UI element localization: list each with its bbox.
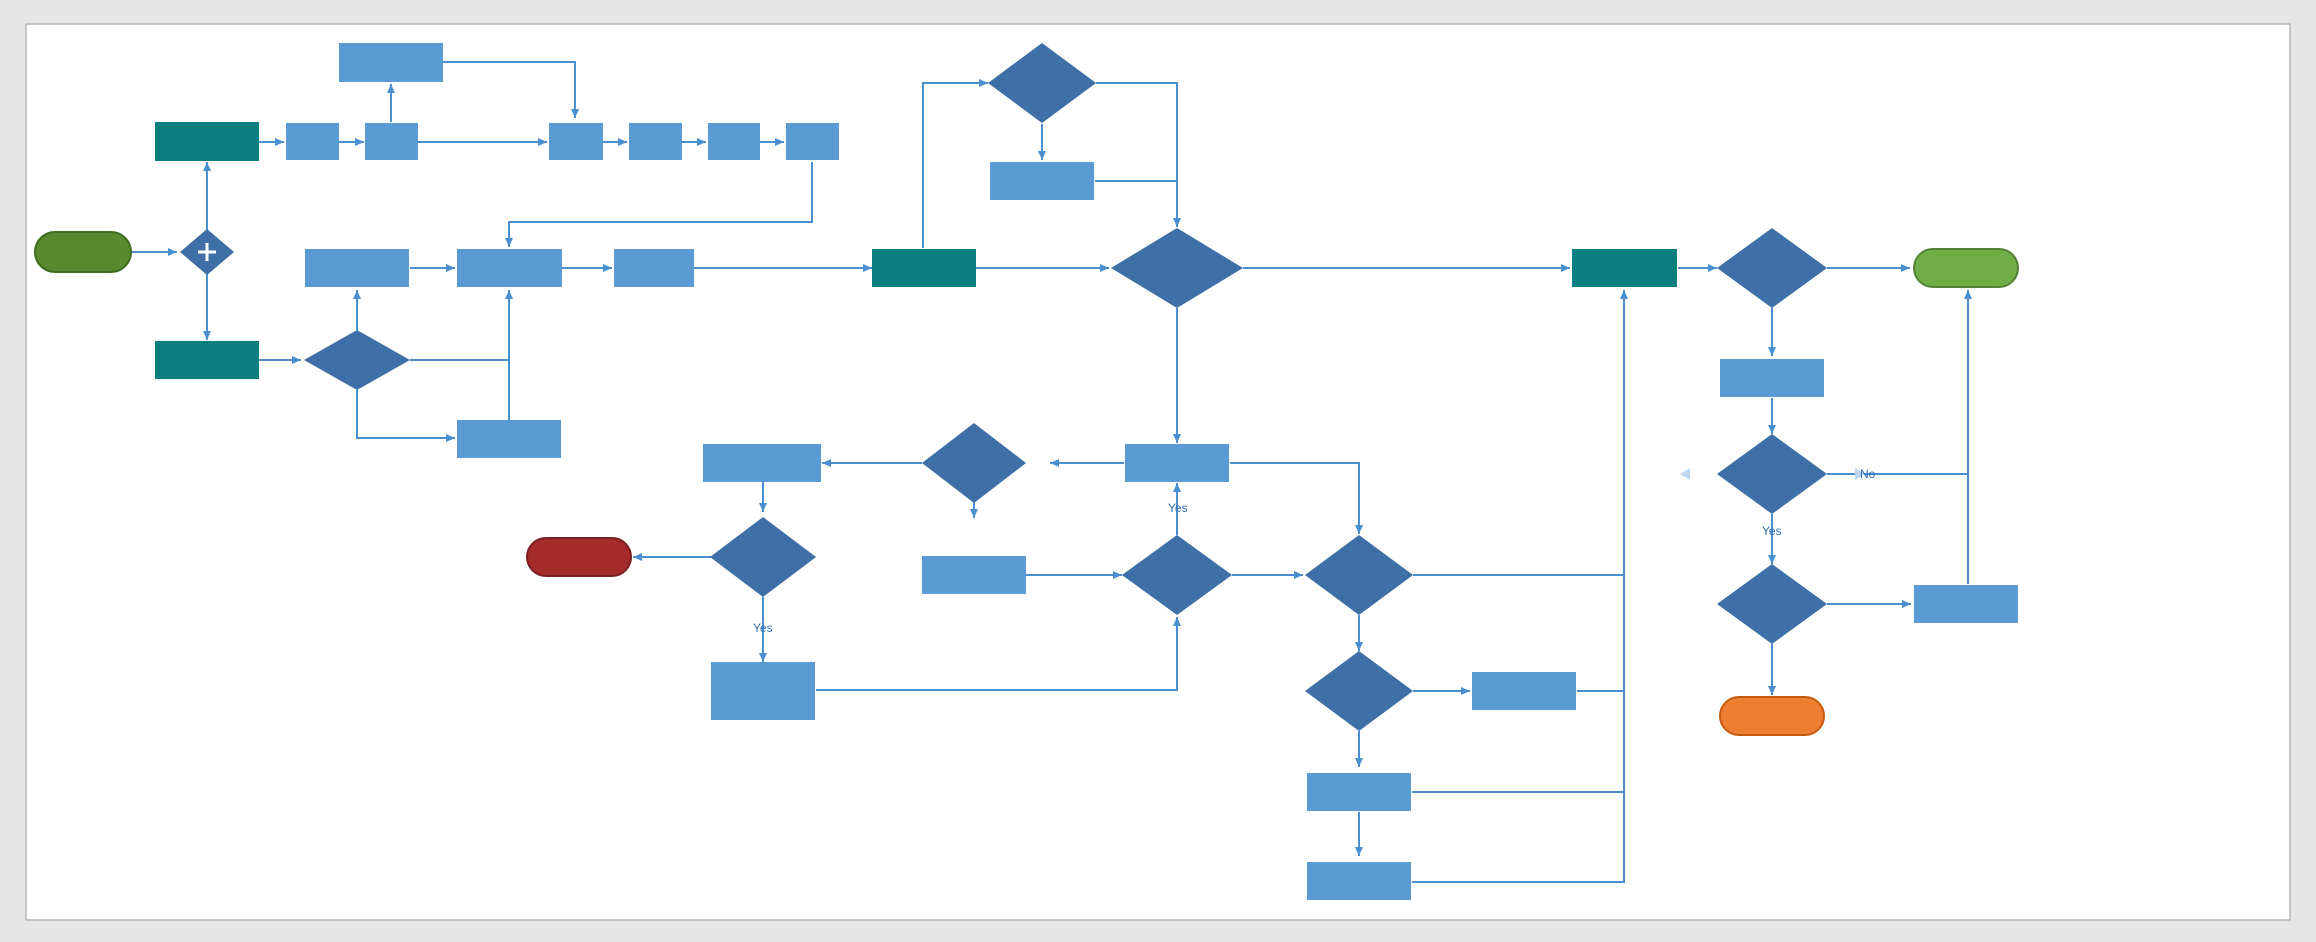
process-top-2 <box>365 123 418 160</box>
process-top-above <box>339 43 443 82</box>
edge-label-yes-left: Yes <box>753 621 773 635</box>
edge-label-yes-right: Yes <box>1762 524 1782 538</box>
decision-center <box>1111 228 1243 308</box>
start-terminator <box>34 231 132 273</box>
edge-label-no: No <box>1860 467 1876 481</box>
decision-lower-right-2 <box>1305 651 1413 731</box>
process-top-6 <box>786 123 839 160</box>
process-teal-top-left <box>155 122 259 161</box>
process-bottom-left <box>457 420 561 458</box>
process-mid-c <box>614 249 694 287</box>
edge-label-yes-center: Yes <box>1168 501 1188 515</box>
process-top-3 <box>549 123 603 160</box>
end-terminator-orange <box>1719 696 1825 736</box>
decision-right-mid <box>1717 434 1827 514</box>
end-terminator-red <box>526 537 632 577</box>
process-left-mid <box>703 444 821 482</box>
plus-icon <box>198 243 216 261</box>
decision-lower-right <box>1305 535 1413 615</box>
process-mid-b <box>457 249 562 287</box>
collapse-marker-left <box>1680 468 1690 480</box>
process-right-mid <box>1720 359 1824 397</box>
decision-lower-center <box>1122 535 1232 615</box>
process-bottom-2 <box>1307 862 1411 900</box>
process-lower-center <box>922 556 1026 594</box>
process-teal-right <box>1572 249 1677 287</box>
process-center-mid <box>1125 444 1229 482</box>
collapse-marker-right <box>1855 468 1865 480</box>
process-top-1 <box>286 123 339 160</box>
process-teal-left-lower <box>155 341 259 379</box>
connectors <box>131 61 1972 883</box>
process-top-5 <box>708 123 760 160</box>
process-mid-left-a <box>305 249 409 287</box>
decision-center-left <box>922 423 1026 503</box>
process-bottom-1 <box>1307 773 1411 811</box>
edge-labels: No Yes Yes Yes <box>753 467 1876 635</box>
process-right-low <box>1914 585 2018 623</box>
process-lower-right <box>1472 672 1576 710</box>
decision-right-top <box>1717 228 1827 308</box>
process-top-4 <box>629 123 682 160</box>
decision-top-center <box>988 43 1096 123</box>
decision-right-low <box>1717 564 1827 644</box>
decision-left-lower <box>304 330 410 390</box>
process-lower-left <box>711 662 815 720</box>
decision-lower-left <box>710 517 816 597</box>
process-top-center <box>990 162 1094 200</box>
process-teal-center <box>872 249 976 287</box>
nodes <box>34 43 2019 900</box>
end-terminator-green <box>1913 248 2019 288</box>
